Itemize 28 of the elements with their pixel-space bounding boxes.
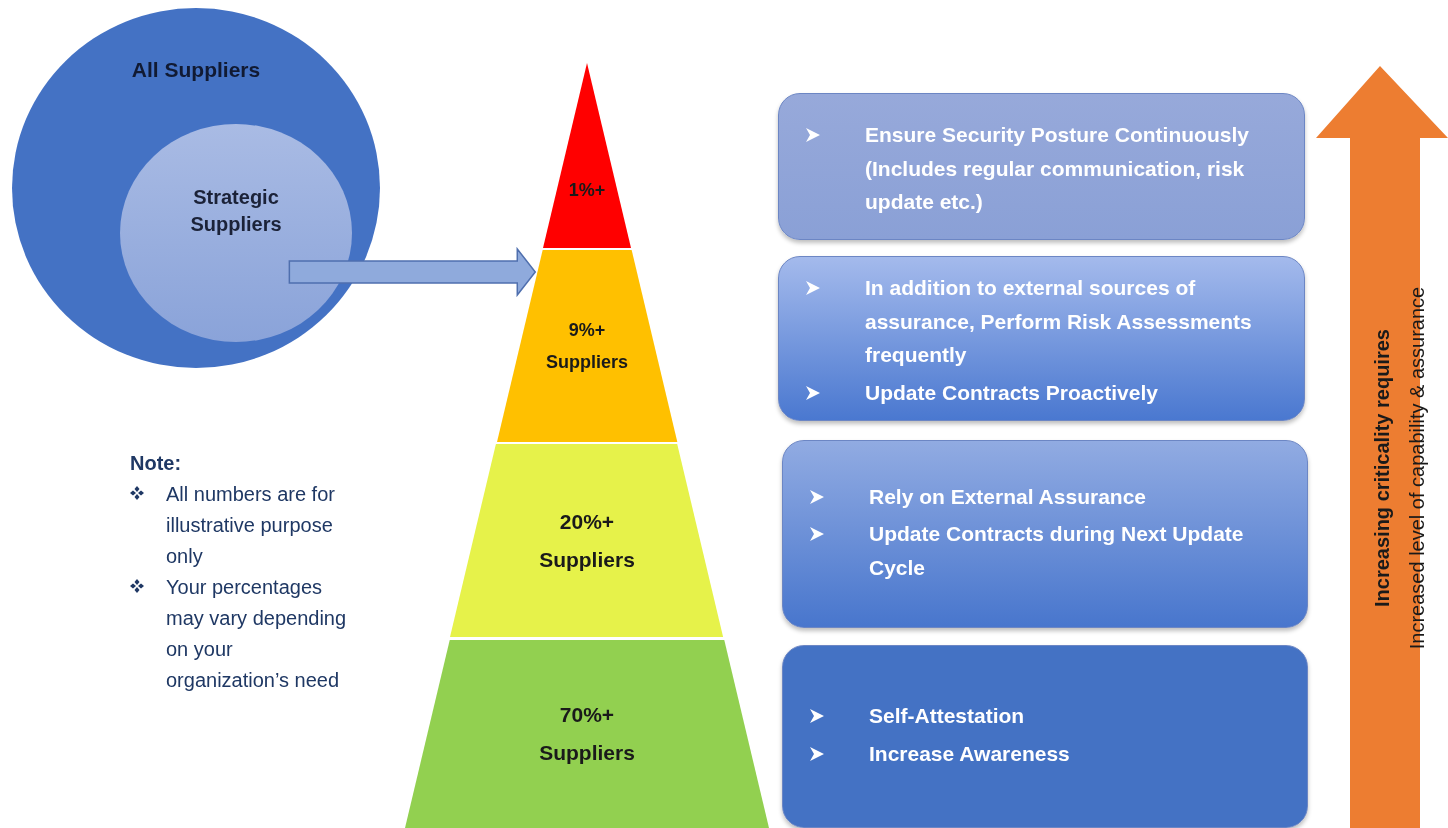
tier-label: 9%+ Suppliers [544, 318, 629, 374]
pyramid-tier [496, 250, 678, 442]
note-text: All numbers are for illustrative purpose only [166, 482, 336, 569]
bullet-text: Ensure Security Posture Continuously (Includes regular communication, risk update etc.) [865, 122, 1250, 216]
action-card [782, 645, 1308, 828]
bullet-text: Rely on External Assurance [869, 483, 1147, 510]
arrow-label: Increased level of capability & assurance [1406, 286, 1429, 650]
action-card [782, 440, 1308, 628]
pyramid-tier [450, 444, 724, 637]
tier-label: 1%+ [567, 179, 607, 203]
bullet-text: Increase Awareness [869, 740, 1071, 767]
circle-label: All Suppliers [131, 57, 261, 83]
bullet-text: Update Contracts during Next Update Cycle [869, 521, 1245, 581]
circle-label: Strategic Suppliers [189, 185, 283, 237]
bullet-text: In addition to external sources of assurance, Perform Risk Assessments frequently [865, 275, 1253, 369]
pyramid-tier [405, 640, 769, 828]
bullet-text: Self-Attestation [869, 702, 1026, 729]
note-text: Your percentages may vary depending on your organization’s need [166, 575, 348, 693]
action-card [778, 256, 1305, 421]
bullet-text: Update Contracts Proactively [865, 379, 1159, 406]
block-arrow [1316, 66, 1448, 828]
arrow-label: Increasing criticality requires [1371, 329, 1394, 607]
pyramid-tip-triangle [543, 63, 631, 248]
action-card [778, 93, 1305, 240]
block-arrow-connector [288, 246, 537, 298]
tier-label: 70%+ Suppliers [538, 702, 636, 766]
note-heading: Note: [130, 452, 183, 475]
tier-label: 20%+ Suppliers [538, 508, 636, 573]
